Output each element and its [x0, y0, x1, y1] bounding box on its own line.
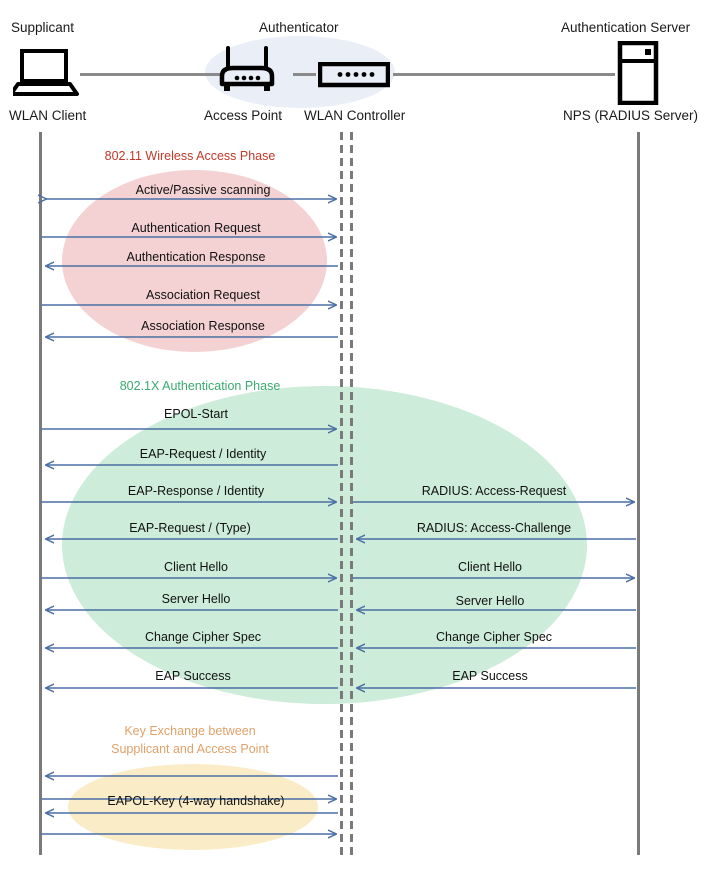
node-label-wlan-controller: WLAN Controller [304, 108, 406, 123]
message-label-active-passive-scanning: Active/Passive scanning [135, 183, 271, 197]
phase-caption-key-exchange-line2: Supplicant and Access Point [111, 742, 269, 756]
message-label-server-hello-right: Server Hello [455, 594, 525, 608]
role-title-authentication-server: Authentication Server [561, 20, 691, 35]
phase-caption-wireless-access: 802.11 Wireless Access Phase [104, 149, 276, 163]
message-label-authentication-response: Authentication Response [126, 250, 266, 264]
node-label-access-point: Access Point [204, 108, 283, 123]
lifeline-wlan-controller [350, 132, 353, 855]
lifeline-authentication-server [637, 132, 640, 855]
message-label-client-hello-left: Client Hello [164, 560, 228, 574]
message-label-eap-success-left: EAP Success [155, 669, 231, 683]
message-label-eapol-start: EPOL-Start [164, 407, 228, 421]
role-title-authenticator: Authenticator [259, 20, 339, 35]
wire-controller-to-server [393, 73, 615, 76]
lifeline-access-point [340, 132, 343, 855]
phase-caption-dot1x: 802.1X Authentication Phase [119, 379, 281, 393]
phase-caption-key-exchange-line1: Key Exchange between [124, 724, 256, 738]
message-label-eap-success-right: EAP Success [452, 669, 528, 683]
message-label-authentication-request: Authentication Request [131, 221, 261, 235]
role-title-supplicant: Supplicant [11, 20, 75, 35]
authenticator-group-ellipse [205, 36, 395, 108]
message-label-association-response: Association Response [141, 319, 265, 333]
wire-client-to-ap [80, 73, 223, 76]
laptop-icon [9, 48, 79, 103]
wire-ap-to-controller [293, 73, 316, 76]
message-label-eap-response-identity: EAP-Response / Identity [127, 484, 265, 498]
message-label-radius-access-challenge: RADIUS: Access-Challenge [416, 521, 572, 535]
node-label-nps-radius-server: NPS (RADIUS Server) [563, 108, 699, 123]
message-label-eapol-key-4way-handshake: EAPOL-Key (4-way handshake) [107, 794, 285, 808]
phase-blob-dot1x [62, 386, 587, 704]
node-label-wlan-client: WLAN Client [9, 108, 87, 123]
message-label-server-hello-left: Server Hello [161, 592, 231, 606]
message-label-change-cipher-spec-left: Change Cipher Spec [144, 630, 262, 644]
network-switch-icon [317, 61, 391, 93]
message-label-client-hello-right: Client Hello [458, 560, 522, 574]
message-label-association-request: Association Request [146, 288, 260, 302]
message-label-change-cipher-spec-right: Change Cipher Spec [435, 630, 553, 644]
message-label-radius-access-request: RADIUS: Access-Request [421, 484, 567, 498]
phase-blob-key-exchange [68, 764, 318, 850]
wireless-access-point-icon [216, 46, 278, 103]
message-label-eap-request-identity: EAP-Request / Identity [139, 447, 267, 461]
lifeline-supplicant [39, 132, 42, 855]
server-icon [617, 40, 661, 110]
message-label-eap-request-type: EAP-Request / (Type) [129, 521, 251, 535]
